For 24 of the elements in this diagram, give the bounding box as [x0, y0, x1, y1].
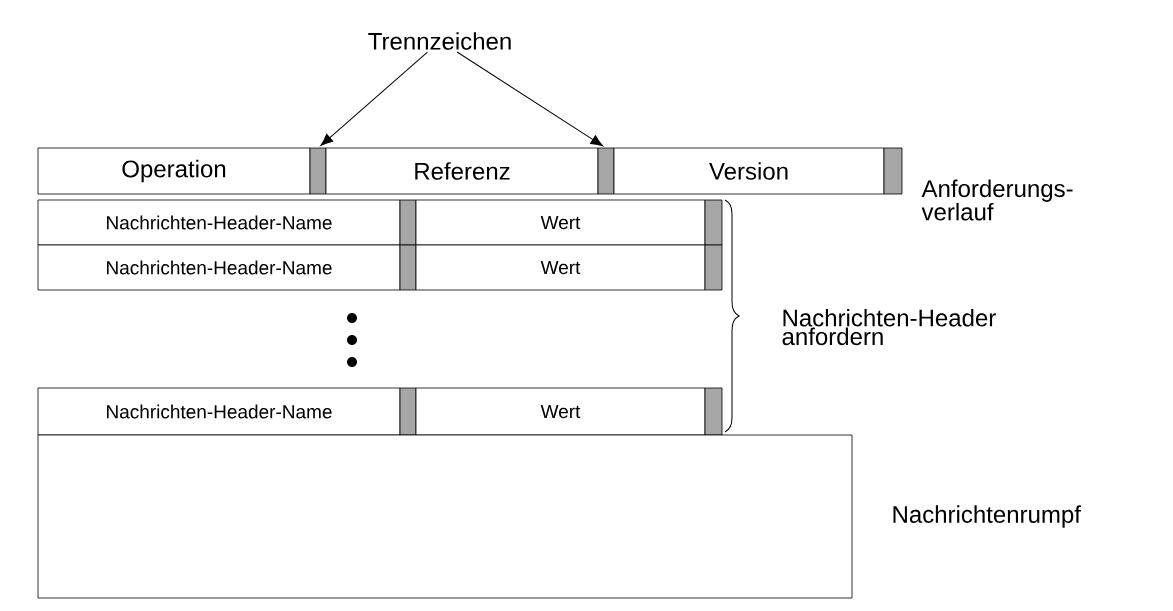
side-label: Nachrichtenrumpf — [893, 505, 1081, 528]
separator-bar — [704, 244, 723, 291]
arrow — [456, 51, 604, 147]
separator-bar — [597, 147, 615, 195]
side-label: Nachrichten-Header anfordern — [782, 308, 996, 346]
separator-bar — [704, 387, 723, 436]
separator-bar — [883, 147, 903, 195]
field-cell: Wert — [415, 244, 706, 291]
field-cell: Wert — [415, 387, 706, 436]
separator-bar — [399, 199, 417, 246]
field-cell: Version — [613, 147, 885, 195]
field-cell: Nachrichten-Header-Name — [37, 387, 401, 436]
separator-bar — [704, 199, 723, 246]
separator-bar — [309, 147, 327, 195]
field-cell: Referenz — [325, 147, 599, 195]
arrow — [320, 51, 428, 146]
side-label: Anforderungs- verlauf — [921, 179, 1073, 221]
field-cell: Nachrichten-Header-Name — [37, 199, 401, 246]
callout-text: Trennzeichen — [368, 32, 511, 50]
field-cell: Wert — [415, 199, 706, 246]
field-cell: Operation — [37, 147, 311, 195]
separator-bar — [399, 244, 417, 291]
separator-bar — [399, 387, 417, 436]
field-cell: Nachrichten-Header-Name — [37, 244, 401, 291]
